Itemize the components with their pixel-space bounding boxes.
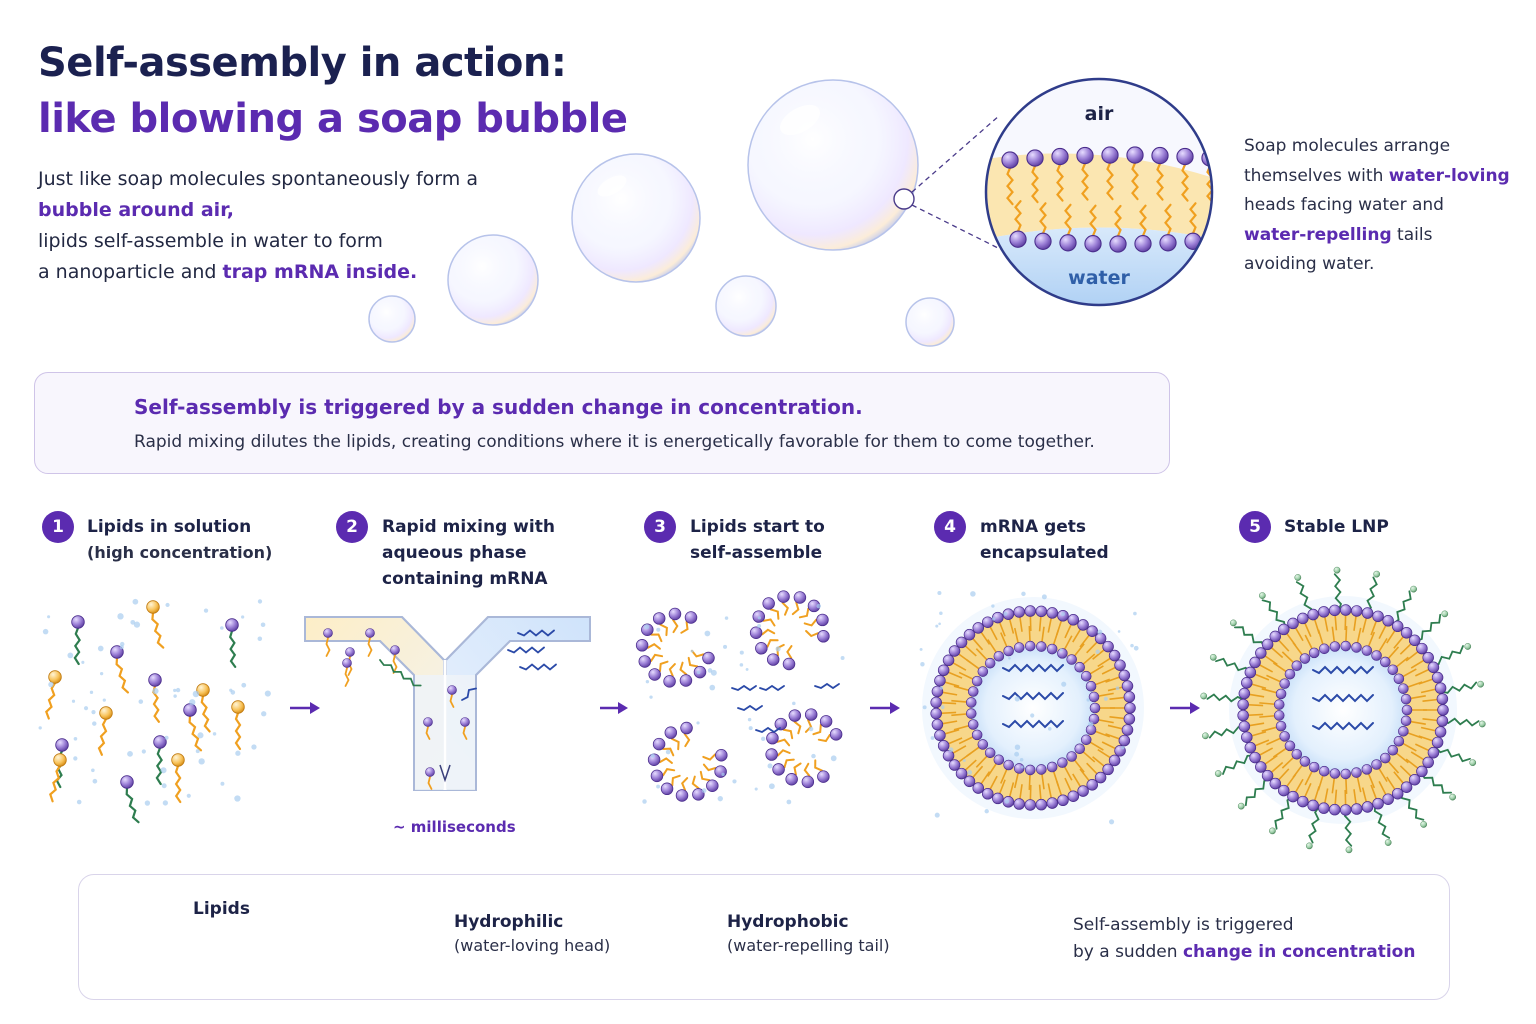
side-note-line3: heads facing water and: [1244, 195, 1444, 215]
arrow-right-icon: [600, 702, 628, 714]
step2-line1: Rapid mixing with: [382, 517, 555, 537]
step5-stable-lnp: [1200, 566, 1486, 854]
step-number-2: 2: [336, 511, 368, 543]
step3-line1: Lipids start to: [690, 517, 825, 537]
arrow-right-icon: [870, 702, 900, 714]
step4-encapsulated-particle: [919, 591, 1144, 825]
arrow-right-icon: [290, 702, 320, 714]
legend-trigger: Self-assembly is triggered by a sudden c…: [1073, 912, 1415, 966]
step1-subtitle: (high concentration): [87, 543, 273, 562]
soap-bubble-icon: [905, 297, 955, 347]
step3-label: Lipids start to self-assemble: [690, 514, 825, 566]
arrow-right-icon: [1170, 702, 1200, 714]
step2-mixing-channel: [304, 616, 591, 791]
legend-trigger-line1: Self-assembly is triggered: [1073, 915, 1294, 935]
trigger-description: Rapid mixing dilutes the lipids, creatin…: [134, 432, 1095, 452]
step3-line2: self-assemble: [690, 543, 823, 563]
intro-line3-start: a nanoparticle and: [38, 261, 223, 283]
side-note-line2-start: themselves with: [1244, 165, 1389, 186]
soap-bubble-icon: [571, 153, 701, 283]
trigger-callout: [34, 372, 1170, 474]
legend-hydrophobic-title: Hydrophobic: [727, 912, 849, 932]
legend-hydrophobic-sub: (water-repelling tail): [727, 936, 890, 955]
intro-highlight-bubble: bubble around air,: [38, 199, 234, 221]
water-label: water: [1068, 267, 1130, 289]
step2-line3: containing mRNA: [382, 569, 548, 589]
step1-title: Lipids in solution: [87, 517, 252, 537]
legend-lipids-label: Lipids: [193, 899, 250, 919]
soap-bubbles: [368, 79, 955, 347]
side-note-line4: water-repelling tails: [1244, 221, 1514, 251]
trigger-title: Self-assembly is triggered by a sudden c…: [134, 395, 863, 419]
legend-hydrophilic: Hydrophilic (water-loving head): [454, 912, 610, 955]
intro-line1: Just like soap molecules spontaneously f…: [38, 168, 478, 190]
legend-hydrophilic-title: Hydrophilic: [454, 912, 564, 932]
legend-hydrophilic-sub: (water-loving head): [454, 936, 611, 955]
zoom-focus-point: [893, 188, 915, 210]
soap-bubble-icon: [447, 234, 539, 326]
water-repelling-highlight: water-repelling: [1244, 224, 1392, 245]
intro-text: Just like soap molecules spontaneously f…: [38, 164, 498, 288]
page-title-line2: like blowing a soap bubble: [38, 96, 628, 142]
side-note-line5: avoiding water.: [1244, 254, 1375, 274]
step4-line2: encapsulated: [980, 543, 1109, 563]
legend-trigger-line2-start: by a sudden: [1073, 942, 1183, 962]
step-number-1: 1: [42, 511, 74, 543]
step1-free-lipids: [38, 598, 271, 824]
step1-label: Lipids in solution (high concentration): [87, 514, 272, 566]
step2-line2: aqueous phase: [382, 543, 527, 563]
intro-highlight-mrna: trap mRNA inside.: [222, 261, 418, 283]
step4-line1: mRNA gets: [980, 517, 1087, 537]
air-label: air: [1085, 103, 1114, 125]
legend-hydrophobic: Hydrophobic (water-repelling tail): [727, 912, 890, 955]
step5-label: Stable LNP: [1284, 517, 1389, 537]
soap-bubble-icon: [747, 79, 919, 251]
page-title-line1: Self-assembly in action:: [38, 40, 567, 86]
intro-line3: a nanoparticle and trap mRNA inside.: [38, 257, 498, 288]
legend-trigger-highlight: change in concentration: [1182, 942, 1416, 962]
legend-trigger-line2: by a sudden change in concentration: [1073, 939, 1415, 966]
step4-label: mRNA gets encapsulated: [980, 514, 1109, 566]
mixing-molecules: [323, 628, 557, 790]
water-loving-highlight: water-loving: [1388, 165, 1510, 186]
step-number-5: 5: [1239, 511, 1271, 543]
step-number-4: 4: [934, 511, 966, 543]
soap-bubble-icon: [368, 295, 416, 343]
side-note-line2: themselves with water-loving: [1244, 162, 1514, 192]
side-note-line4-end: tails: [1391, 224, 1433, 245]
step-number-3: 3: [644, 511, 676, 543]
side-note-line1: Soap molecules arrange: [1244, 136, 1451, 156]
soap-explanation: Soap molecules arrange themselves with w…: [1244, 132, 1514, 280]
legend: [78, 874, 1450, 1000]
step-arrows: [290, 702, 1200, 714]
zoom-lipid-tails: [1006, 161, 1212, 238]
soap-bubble-icon: [715, 275, 777, 337]
step2-label: Rapid mixing with aqueous phase containi…: [382, 514, 555, 592]
step3-partial-micelles: [635, 590, 845, 805]
mixing-time-label: ~ milliseconds: [393, 818, 516, 836]
intro-line2: lipids self-assemble in water to form: [38, 230, 383, 252]
